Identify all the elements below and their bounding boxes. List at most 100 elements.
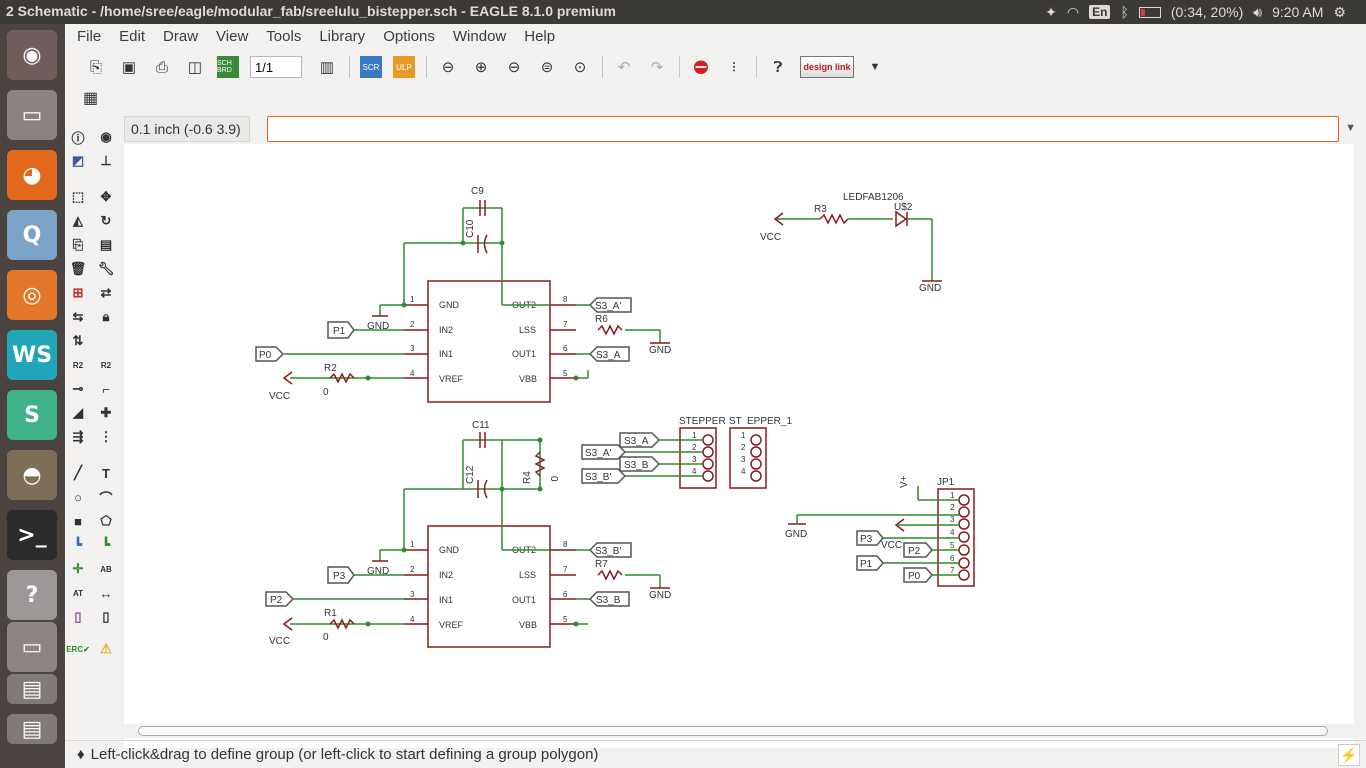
ulp-button[interactable]: ULP xyxy=(393,56,415,78)
design-link-button[interactable]: design link xyxy=(800,56,854,78)
help-icon[interactable]: ? xyxy=(7,570,57,620)
bluetooth-icon[interactable]: ᛒ xyxy=(1120,4,1129,20)
replace-icon[interactable]: ⇄ xyxy=(100,285,112,300)
blender-icon[interactable]: ◎ xyxy=(7,270,57,320)
value-icon[interactable]: R2 xyxy=(100,360,112,370)
dropbox-icon[interactable]: ✦ xyxy=(1045,3,1057,20)
menu-window[interactable]: Window xyxy=(452,28,507,45)
lock-icon[interactable]: 🔒︎ xyxy=(102,309,110,324)
stop-icon[interactable]: ⛔︎ xyxy=(693,56,709,77)
go-icon[interactable]: ⁝ xyxy=(731,59,737,76)
menu-file[interactable]: File xyxy=(77,28,102,45)
lightning-icon[interactable]: ⚡ xyxy=(1338,744,1360,766)
move-icon[interactable]: ✥ xyxy=(100,189,112,204)
redo-icon[interactable]: ↷ xyxy=(650,59,664,76)
trash-icon[interactable]: ▤ xyxy=(7,714,57,744)
mark-icon[interactable]: ⊥ xyxy=(100,153,112,168)
text-icon[interactable]: T xyxy=(102,465,110,481)
library-icon[interactable]: ▥ xyxy=(319,59,335,76)
open-icon[interactable]: ⎘ xyxy=(89,58,102,76)
dimension-icon[interactable]: ↔ xyxy=(99,585,113,601)
attribute-icon[interactable]: AT xyxy=(72,588,84,598)
cam-icon[interactable]: ◫ xyxy=(187,59,203,76)
info-icon[interactable]: ⓘ xyxy=(71,130,85,146)
vertical-scrollbar[interactable] xyxy=(1354,144,1366,748)
rectangle-icon[interactable]: ■ xyxy=(74,513,82,529)
warning-icon[interactable]: ⚠ xyxy=(100,641,112,656)
zoom-area-icon[interactable]: ⊙ xyxy=(573,59,587,76)
delete-icon[interactable]: 🗑︎ xyxy=(69,261,87,276)
zoom-redraw-icon[interactable]: ⊜ xyxy=(540,59,554,76)
erc-icon[interactable]: ERC✔ xyxy=(66,644,90,654)
ubuntu-dash-icon[interactable]: ◉ xyxy=(7,30,57,80)
wrench-icon[interactable]: 🔧︎ xyxy=(97,261,115,276)
horizontal-scrollbar-thumb[interactable] xyxy=(138,726,1328,736)
miter-icon[interactable]: ⌐ xyxy=(102,381,110,397)
keyboard-layout-indicator[interactable]: En xyxy=(1089,5,1111,19)
module-icon[interactable]: ▯ xyxy=(102,609,110,624)
name-icon[interactable]: R2 xyxy=(72,360,84,370)
menu-edit[interactable]: Edit xyxy=(119,28,146,45)
settings-gear-icon[interactable]: ⚙ xyxy=(1333,3,1346,20)
webstorm-icon[interactable]: WS xyxy=(7,330,57,380)
menu-draw[interactable]: Draw xyxy=(163,28,199,45)
led-block[interactable]: R3 LEDFAB1206 U$2 VCC GND xyxy=(760,192,942,294)
rotate-icon[interactable]: ↻ xyxy=(100,213,112,228)
zoom-in-icon[interactable]: ⊕ xyxy=(474,59,488,76)
group-icon[interactable]: ⬚ xyxy=(71,189,85,204)
battery-icon[interactable] xyxy=(1138,6,1161,18)
show-icon[interactable]: ◉ xyxy=(100,129,112,144)
volume-icon[interactable]: 🔊︎ xyxy=(1253,3,1263,20)
save-icon[interactable]: ▣ xyxy=(121,59,137,76)
jp1-header[interactable]: JP1 V+ GND VCC P3 P2 P1 P0 1 2 3 4 xyxy=(785,475,975,587)
script-button[interactable]: SCR xyxy=(360,56,382,78)
circle-icon[interactable]: ○ xyxy=(74,489,82,505)
workspace-switcher-icon[interactable]: ▤ xyxy=(7,674,57,704)
invoke-icon[interactable]: ⇶ xyxy=(72,429,84,444)
slack-icon[interactable]: S xyxy=(7,390,57,440)
sheet-selector[interactable]: 1/1 xyxy=(250,56,302,78)
copy-icon[interactable]: ⎘ xyxy=(72,237,84,252)
add-part-icon[interactable]: ⊞ xyxy=(72,285,84,300)
slice-icon[interactable]: ⋮ xyxy=(99,429,113,444)
smash-icon[interactable]: ✚ xyxy=(100,405,112,420)
qcad-icon[interactable]: Q xyxy=(7,210,57,260)
wifi-icon[interactable]: ◠ xyxy=(1066,3,1080,20)
frame-icon[interactable]: ▯ xyxy=(74,609,82,624)
menu-help[interactable]: Help xyxy=(524,28,556,45)
menu-options[interactable]: Options xyxy=(383,28,435,45)
layers-icon[interactable]: ◩ xyxy=(71,153,85,168)
gimp-icon[interactable]: ◓ xyxy=(7,450,57,500)
files-icon[interactable]: ▭ xyxy=(7,90,57,140)
stepper-connectors[interactable]: S3_A S3_A' S3_B S3_B' STEPPER ST EPPER_1… xyxy=(581,416,792,489)
battery-status[interactable]: (0:34, 20%) xyxy=(1170,4,1244,20)
zoom-out-icon[interactable]: ⊖ xyxy=(507,59,521,76)
arc-icon[interactable]: ⌒ xyxy=(99,490,113,506)
optimize-icon[interactable]: ◢ xyxy=(73,405,83,420)
bus-icon[interactable]: ┗ xyxy=(74,537,82,552)
zoom-fit-icon[interactable]: ⊖ xyxy=(441,59,455,76)
paste-icon[interactable]: ▤ xyxy=(99,237,113,252)
command-input[interactable] xyxy=(267,116,1339,142)
ic2[interactable]: GND IN2 IN1 VREF OUT2 LSS OUT1 VBB 1 2 3… xyxy=(265,420,671,648)
command-history-chevron-icon[interactable]: ▼ xyxy=(1345,122,1356,134)
menu-library[interactable]: Library xyxy=(319,28,366,45)
undo-icon[interactable]: ↶ xyxy=(617,59,631,76)
firefox-icon[interactable]: ◕ xyxy=(7,150,57,200)
label-icon[interactable]: AB xyxy=(100,564,112,574)
chevron-down-icon[interactable]: ▼ xyxy=(869,61,881,73)
sch-brd-switch-button[interactable]: SCH BRD xyxy=(217,56,239,78)
eagle-window-icon[interactable]: ▭ xyxy=(7,622,57,672)
menu-tools[interactable]: Tools xyxy=(266,28,302,45)
menu-view[interactable]: View xyxy=(216,28,249,45)
clock[interactable]: 9:20 AM xyxy=(1272,4,1324,20)
net-icon[interactable]: ┗ xyxy=(102,537,110,552)
wire-icon[interactable]: ╱ xyxy=(74,465,82,480)
junction-icon[interactable]: ✛ xyxy=(72,561,84,576)
schematic-canvas[interactable]: GND IN2 IN1 VREF OUT2 LSS OUT1 VBB 1 2 3… xyxy=(124,144,1354,748)
ic1[interactable]: GND IN2 IN1 VREF OUT2 LSS OUT1 VBB 1 2 3… xyxy=(255,186,671,403)
grid-icon[interactable]: ▦ xyxy=(83,90,99,107)
gateswap-icon[interactable]: ⇅ xyxy=(72,333,84,348)
mirror-icon[interactable]: ◭ xyxy=(73,213,83,228)
print-icon[interactable]: ⎙ xyxy=(155,58,168,76)
